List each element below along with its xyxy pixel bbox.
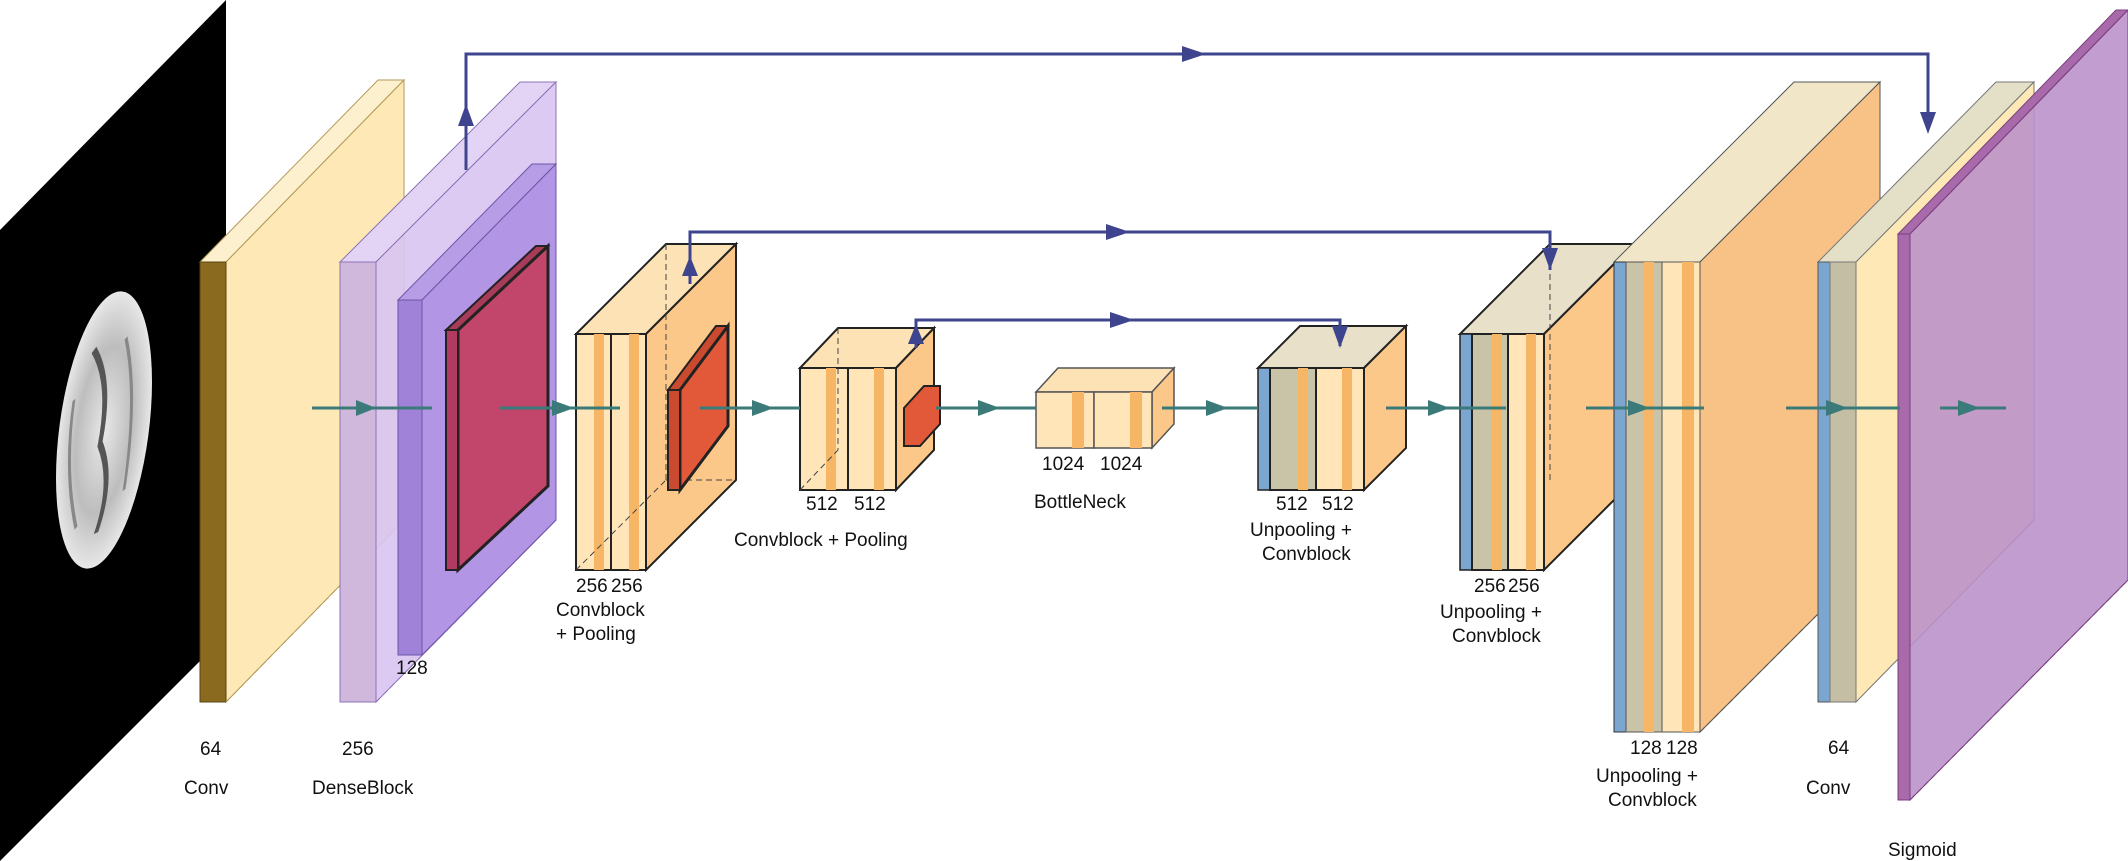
skip-arrow-down-3 [1332, 326, 1348, 348]
bottleneck-block [1034, 366, 1176, 450]
enc1-name-line2: + Pooling [556, 624, 636, 645]
skip-connection-2 [688, 230, 1552, 284]
enc1-name-line1: Convblock [556, 600, 645, 621]
skip-arrow-right-3 [1110, 312, 1134, 328]
conv2-channels: 64 [1828, 738, 1850, 759]
input-mri-image [0, 0, 226, 861]
brain-scan [56, 291, 152, 569]
dec1-channels-b: 512 [1322, 494, 1354, 515]
sigmoid-output-layer [1896, 9, 2128, 802]
dec3-channels-b: 128 [1666, 738, 1698, 759]
dec2-name-line2: Convblock [1452, 626, 1541, 647]
dec3-channels-a: 128 [1630, 738, 1662, 759]
dense-inner-channels: 128 [396, 658, 428, 679]
enc1-channels-a: 256 [576, 576, 608, 597]
dec2-channels-a: 256 [1474, 576, 1506, 597]
enc2-channels-a: 512 [806, 494, 838, 515]
skip-arrow-right-2 [1106, 224, 1130, 240]
dense-name: DenseBlock [312, 778, 414, 799]
skip-arrow-up-3 [908, 324, 924, 344]
sigmoid-name: Sigmoid [1888, 840, 1957, 861]
skip-arrow-down-1 [1920, 112, 1936, 134]
bottleneck-name: BottleNeck [1034, 492, 1126, 513]
conv1-channels: 64 [200, 739, 222, 760]
dec3-name-line2: Convblock [1608, 790, 1697, 811]
skip-arrow-up-1 [458, 104, 474, 126]
encoder-block-1 [573, 241, 739, 573]
dec2-name-line1: Unpooling + [1440, 602, 1542, 623]
skip-connections [458, 46, 1936, 348]
dense-block [338, 80, 558, 704]
dec3-name-line1: Unpooling + [1596, 766, 1698, 787]
enc1-channels-b: 256 [611, 576, 643, 597]
forward-flow-arrows [312, 400, 2006, 416]
dec1-name-line1: Unpooling + [1250, 520, 1352, 541]
diagram-labels: 64 Conv 256 DenseBlock 128 256 256 Convb… [184, 454, 1957, 861]
enc2-name: Convblock + Pooling [734, 530, 908, 551]
bottleneck-channels-b: 1024 [1100, 454, 1143, 475]
dec1-channels-a: 512 [1276, 494, 1308, 515]
skip-connection-1 [464, 52, 1930, 170]
skip-arrow-down-2 [1542, 248, 1558, 270]
skip-connection-3 [914, 318, 1342, 348]
decoder-block-1 [1255, 323, 1409, 493]
conv1-name: Conv [184, 778, 229, 799]
dec1-name-line2: Convblock [1262, 544, 1351, 565]
bottleneck-channels-a: 1024 [1042, 454, 1085, 475]
dense-channels: 256 [342, 739, 374, 760]
skip-arrow-up-2 [682, 256, 698, 276]
skip-arrow-right-1 [1182, 46, 1206, 62]
enc2-channels-b: 512 [854, 494, 886, 515]
encoder-block-2 [797, 325, 941, 493]
conv2-name: Conv [1806, 778, 1851, 799]
dec2-channels-b: 256 [1508, 576, 1540, 597]
